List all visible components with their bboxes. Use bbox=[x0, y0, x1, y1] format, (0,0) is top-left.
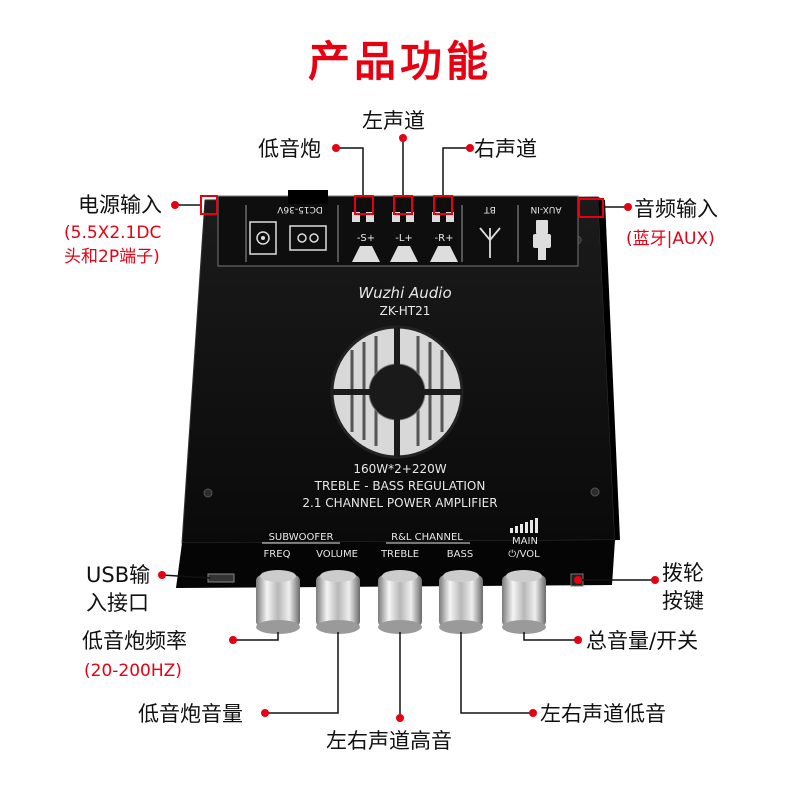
left-terminal-label: -L+ bbox=[395, 233, 413, 244]
callout-audio-input: 音频输入 bbox=[634, 197, 718, 221]
knob-label-treble: TREBLE bbox=[380, 549, 419, 560]
callout-power-input-detail-1: (5.5X2.1DC bbox=[64, 223, 162, 243]
callout-dial-line-1: 拨轮 bbox=[662, 561, 704, 585]
knob-freq bbox=[256, 570, 300, 634]
knob-main-vol bbox=[502, 570, 546, 634]
group-subwoofer: SUBWOOFER bbox=[269, 532, 334, 543]
knob-volume bbox=[316, 570, 360, 634]
callout-left-channel: 左声道 bbox=[362, 109, 425, 133]
callout-lr-treble: 左右声道高音 bbox=[326, 729, 452, 753]
callout-lines bbox=[161, 138, 655, 718]
callout-sub-volume: 低音炮音量 bbox=[138, 702, 243, 726]
usb-port bbox=[207, 573, 235, 583]
brand-logo: Wuzhi Audio bbox=[358, 284, 451, 302]
callout-dial-line-2: 按键 bbox=[662, 589, 704, 613]
knob-label-bass: BASS bbox=[447, 549, 473, 560]
amplifier-label: 2.1 CHANNEL POWER AMPLIFIER bbox=[302, 496, 497, 510]
callout-brackets bbox=[200, 195, 604, 218]
knob-bass bbox=[439, 570, 483, 634]
group-main: MAIN bbox=[512, 536, 538, 547]
sub-terminal-label: -S+ bbox=[357, 233, 375, 244]
bluetooth-antenna-icon bbox=[479, 227, 501, 258]
callout-power-input-detail-2: 头和2P端子) bbox=[64, 247, 160, 267]
callout-audio-input-detail: (蓝牙|AUX) bbox=[626, 229, 715, 249]
callout-subwoofer: 低音炮 bbox=[258, 137, 321, 161]
terminal-icon bbox=[289, 225, 327, 251]
regulation-label: TREBLE - BASS REGULATION bbox=[314, 479, 486, 493]
callout-usb-line-1: USB输 bbox=[86, 563, 151, 587]
dc-jack-icon bbox=[249, 221, 277, 255]
callout-right-channel: 右声道 bbox=[474, 137, 537, 161]
speaker-icons bbox=[352, 246, 458, 262]
right-terminal-label: -R+ bbox=[435, 233, 454, 244]
aux-jack-icon bbox=[533, 220, 551, 260]
callout-master-volume: 总音量/开关 bbox=[586, 629, 699, 653]
group-rl-channel: R&L CHANNEL bbox=[391, 532, 463, 543]
knob-treble bbox=[378, 570, 422, 634]
dc-voltage-label: DC15-36V bbox=[276, 204, 322, 214]
knob-label-vol: ⏻/VOL bbox=[508, 549, 540, 560]
volume-bars-icon bbox=[510, 518, 538, 533]
callout-usb-line-2: 入接口 bbox=[86, 591, 149, 615]
callout-sub-freq: 低音炮频率 bbox=[82, 629, 187, 653]
callout-sub-freq-range: (20-200HZ) bbox=[84, 661, 182, 681]
speaker-terminals bbox=[352, 212, 454, 222]
model-label: ZK-HT21 bbox=[380, 304, 431, 318]
callout-dots bbox=[158, 134, 659, 722]
knob-label-freq: FREQ bbox=[264, 549, 291, 560]
screw bbox=[590, 487, 600, 497]
power-spec: 160W*2+220W bbox=[353, 462, 446, 476]
bt-label: BT bbox=[484, 204, 496, 214]
callout-power-input: 电源输入 bbox=[78, 193, 162, 217]
callout-lr-bass: 左右声道低音 bbox=[540, 702, 666, 726]
aux-label: AUX-IN bbox=[530, 204, 561, 214]
cooling-fan bbox=[330, 325, 464, 459]
knob-label-volume: VOLUME bbox=[316, 549, 358, 560]
page-title: 产品功能 bbox=[307, 37, 492, 86]
screw bbox=[203, 488, 213, 498]
